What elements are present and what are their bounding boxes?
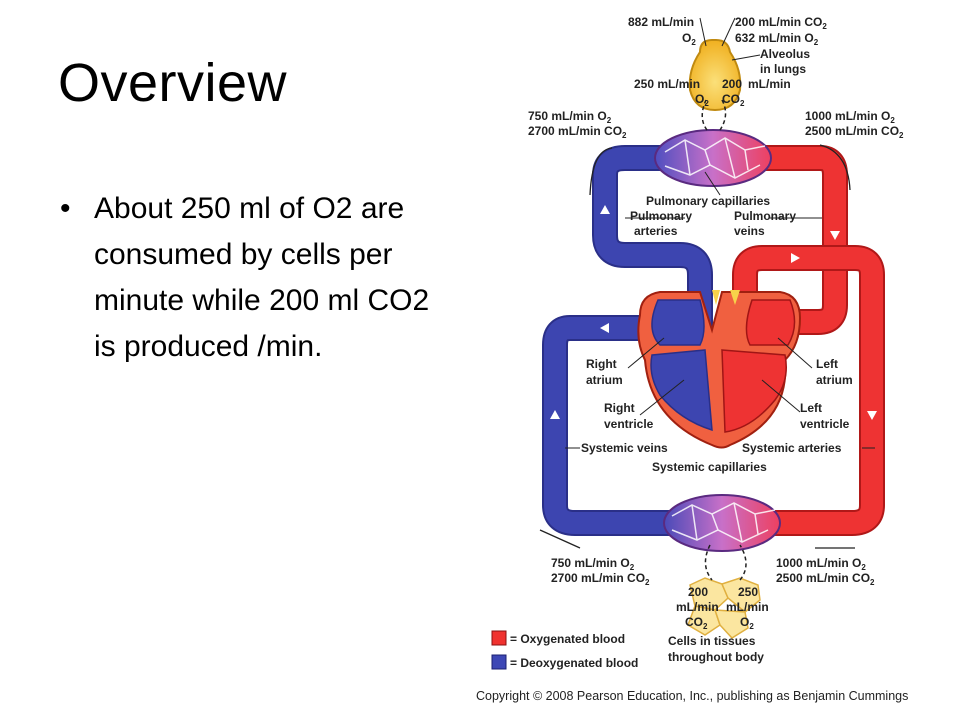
lungs-exchange-o2-value: 250 mL/min	[634, 77, 700, 91]
slide-title: Overview	[58, 53, 288, 113]
pulmonary-veins-label: Pulmonary	[734, 209, 796, 223]
tissues-label: Cells in tissues	[668, 634, 756, 648]
lungs-exchange-co2-value: 200	[722, 77, 742, 91]
lungs-co2-out: 200 mL/min CO2	[735, 15, 827, 31]
pulmonary-right-o2: 1000 mL/min O2	[805, 109, 895, 125]
bullet-dot-icon: •	[60, 192, 71, 225]
systemic-left-o2: 750 mL/min O2	[551, 556, 635, 572]
legend-swatch-deoxygenated	[491, 654, 507, 670]
right-ventricle-label: Right	[604, 401, 635, 415]
pulmonary-left-co2: 2700 mL/min CO2	[528, 124, 627, 140]
tissues-co2-gas: CO2	[685, 615, 708, 631]
lungs-o2-out: 632 mL/min O2	[735, 31, 819, 47]
legend: = Oxygenated blood = Deoxygenated blood	[491, 630, 638, 670]
outside-flow-arrows	[539, 144, 855, 549]
systemic-veins-label: Systemic veins	[581, 441, 668, 455]
heart	[637, 290, 802, 449]
legend-label-oxygenated: = Oxygenated blood	[510, 632, 625, 646]
tissues-co2-unit: mL/min	[676, 600, 719, 614]
right-atrium-label: Right	[586, 357, 617, 371]
lungs-exchange-co2-unit: mL/min	[748, 77, 791, 91]
alveolus-label: Alveolus	[760, 47, 810, 61]
lungs-o2-in-value: 882 mL/min	[628, 15, 694, 29]
lungs-o2-in-gas: O2	[682, 31, 696, 47]
deoxygenated-vessels	[542, 145, 713, 536]
circulation-diagram: 882 mL/min O2 200 mL/min CO2 632 mL/min …	[491, 15, 904, 670]
pulmonary-right-co2: 2500 mL/min CO2	[805, 124, 904, 140]
systemic-left-co2: 2700 mL/min CO2	[551, 571, 650, 587]
tissues-o2-unit: mL/min	[726, 600, 769, 614]
alveolus-label-2: in lungs	[760, 62, 806, 76]
tissues-o2-gas: O2	[740, 615, 754, 631]
tissues-co2-value: 200	[688, 585, 708, 599]
callout-lines	[565, 17, 875, 449]
pulmonary-veins-label-2: veins	[734, 224, 765, 238]
copyright-notice: Copyright © 2008 Pearson Education, Inc.…	[476, 689, 909, 703]
bullet-text: About 250 ml of O2 are consumed by cells…	[94, 192, 430, 363]
bullet-item: • About 250 ml of O2 are consumed by cel…	[58, 186, 458, 370]
systemic-capillaries-label: Systemic capillaries	[652, 460, 767, 474]
tissues-label-2: throughout body	[668, 650, 764, 664]
pulmonary-arteries-label-2: arteries	[634, 224, 678, 238]
lungs-exchange-o2-gas: O2	[695, 92, 709, 108]
right-atrium-label-2: atrium	[586, 373, 623, 387]
systemic-capillary-bed	[663, 494, 781, 552]
systemic-right-o2: 1000 mL/min O2	[776, 556, 866, 572]
pulmonary-left-o2: 750 mL/min O2	[528, 109, 612, 125]
tissue-cells	[687, 577, 761, 639]
systemic-arteries-label: Systemic arteries	[742, 441, 842, 455]
left-ventricle-label-2: ventricle	[800, 417, 850, 431]
left-ventricle-label: Left	[800, 401, 822, 415]
pulmonary-capillary-bed	[654, 129, 772, 187]
gas-exchange-arrows	[701, 99, 747, 581]
pulmonary-capillaries-label: Pulmonary capillaries	[646, 194, 770, 208]
left-atrium-label-2: atrium	[816, 373, 853, 387]
alveolus	[688, 39, 742, 112]
pulmonary-arteries-label: Pulmonary	[630, 209, 692, 223]
flow-arrows	[550, 205, 877, 420]
lungs-exchange-co2-gas: CO2	[722, 92, 745, 108]
bullet-list: • About 250 ml of O2 are consumed by cel…	[58, 186, 458, 370]
tissues-o2-value: 250	[738, 585, 758, 599]
systemic-right-co2: 2500 mL/min CO2	[776, 571, 875, 587]
left-atrium-label: Left	[816, 357, 838, 371]
right-ventricle-label-2: ventricle	[604, 417, 654, 431]
legend-swatch-oxygenated	[491, 630, 507, 646]
legend-label-deoxygenated: = Deoxygenated blood	[510, 656, 638, 670]
